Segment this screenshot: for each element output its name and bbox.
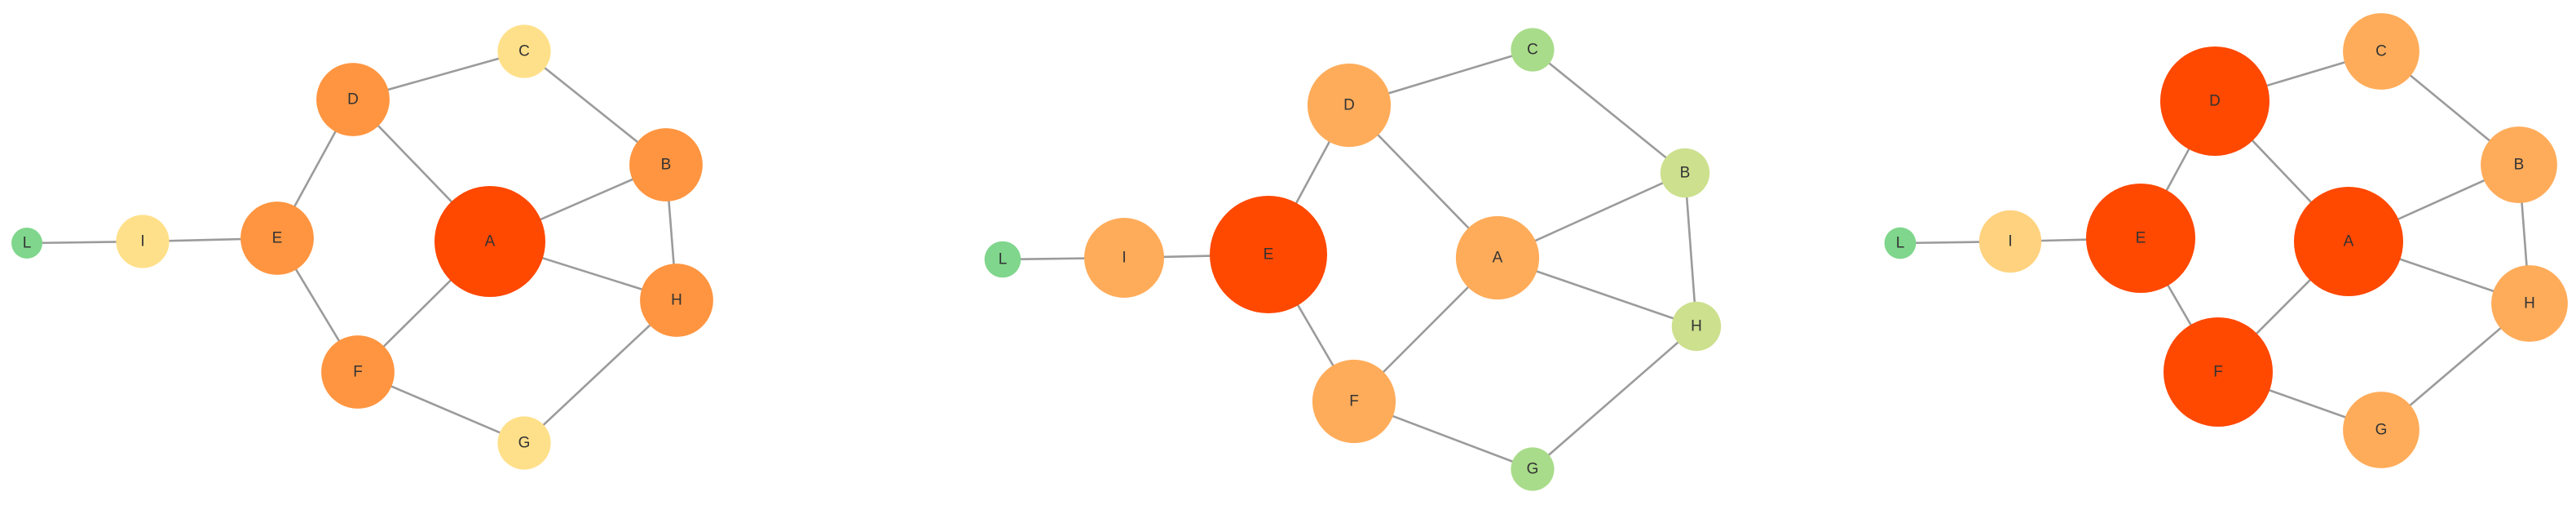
node-label-A: A bbox=[2344, 233, 2354, 250]
node-E bbox=[2086, 184, 2195, 293]
node-F bbox=[321, 335, 395, 409]
node-L bbox=[984, 241, 1021, 278]
node-H bbox=[1671, 301, 1722, 352]
node-H bbox=[2491, 265, 2568, 342]
node-A bbox=[1455, 215, 1540, 300]
node-L bbox=[1884, 227, 1917, 259]
node-label-D: D bbox=[2209, 93, 2221, 110]
node-label-H: H bbox=[1691, 318, 1702, 335]
node-A bbox=[434, 186, 545, 297]
node-label-E: E bbox=[2136, 230, 2146, 247]
node-label-I: I bbox=[2008, 233, 2012, 250]
node-G bbox=[1511, 447, 1555, 491]
graph-2: A B C D E F G H I L bbox=[984, 28, 1722, 491]
node-C bbox=[1511, 28, 1555, 72]
node-label-L: L bbox=[999, 251, 1008, 268]
node-B bbox=[2481, 126, 2557, 203]
node-label-A: A bbox=[1493, 250, 1503, 267]
node-B bbox=[629, 128, 703, 202]
node-label-G: G bbox=[518, 435, 531, 452]
node-label-E: E bbox=[272, 230, 283, 247]
node-label-B: B bbox=[1680, 165, 1691, 182]
edge-H-G bbox=[1531, 325, 1698, 471]
node-I bbox=[1084, 218, 1164, 298]
node-G bbox=[2343, 392, 2419, 468]
node-F bbox=[1312, 359, 1396, 444]
node-label-F: F bbox=[1349, 393, 1359, 410]
node-label-I: I bbox=[1122, 250, 1126, 267]
node-label-F: F bbox=[353, 364, 363, 381]
node-label-C: C bbox=[2375, 43, 2387, 60]
node-A bbox=[2294, 187, 2403, 296]
node-label-H: H bbox=[671, 292, 682, 309]
graph-1: A B C D E F G H I L bbox=[11, 24, 713, 470]
node-label-D: D bbox=[1343, 97, 1355, 114]
graph-3: A B C D E F G H I L bbox=[1884, 13, 2568, 468]
node-D bbox=[1307, 63, 1392, 148]
node-label-G: G bbox=[2375, 422, 2388, 439]
node-label-F: F bbox=[2213, 364, 2223, 381]
node-label-C: C bbox=[1527, 42, 1538, 59]
node-label-G: G bbox=[1527, 461, 1539, 478]
node-label-B: B bbox=[661, 157, 672, 174]
node-label-L: L bbox=[23, 235, 32, 252]
node-D bbox=[2160, 47, 2269, 156]
node-L bbox=[11, 228, 42, 259]
node-label-L: L bbox=[1896, 235, 1905, 252]
node-F bbox=[2164, 317, 2273, 427]
edge-B-H bbox=[1683, 171, 1698, 328]
node-label-D: D bbox=[347, 91, 359, 109]
node-label-C: C bbox=[518, 43, 530, 60]
node-I bbox=[116, 215, 170, 268]
node-C bbox=[2343, 13, 2419, 90]
node-H bbox=[640, 264, 713, 337]
node-I bbox=[1978, 210, 2042, 273]
node-label-A: A bbox=[485, 233, 496, 250]
node-B bbox=[1660, 148, 1710, 198]
node-label-I: I bbox=[140, 233, 144, 250]
node-label-B: B bbox=[2514, 157, 2525, 174]
node-G bbox=[497, 416, 551, 470]
node-label-H: H bbox=[2524, 295, 2535, 312]
node-D bbox=[316, 63, 390, 136]
node-E bbox=[1210, 196, 1327, 313]
node-E bbox=[240, 202, 314, 275]
node-label-E: E bbox=[1264, 246, 1274, 264]
node-C bbox=[497, 24, 551, 78]
edge-C-B bbox=[1531, 48, 1687, 175]
